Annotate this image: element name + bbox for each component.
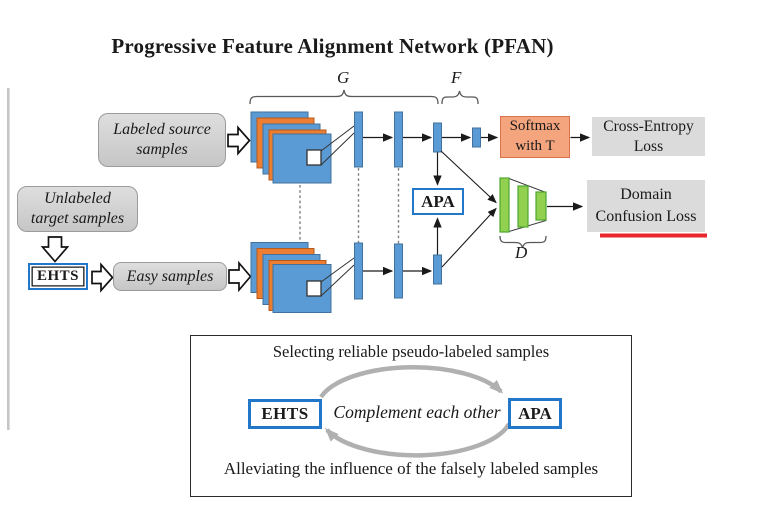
receptive-field-square — [306, 280, 322, 297]
brace-F — [441, 90, 479, 105]
cross-entropy-loss-box: Cross-Entropy Loss — [592, 117, 705, 156]
target-layer-bars — [354, 242, 442, 300]
cycle-center-text: Complement each other — [333, 402, 501, 422]
discriminator-input-arrows — [440, 150, 497, 268]
softmax-line2: with T — [515, 138, 555, 154]
cycle-apa-box: APA — [508, 398, 562, 429]
complement-cycle-box: Selecting reliable pseudo-labeled sample… — [190, 335, 632, 497]
unlabeled-target-samples-box: Unlabeled target samples — [17, 186, 138, 232]
domain-line2: Confusion Loss — [595, 208, 697, 225]
arrow-target-to-ehts — [40, 236, 70, 263]
complement-cycle-arrows — [319, 364, 511, 458]
source-layer-bars — [354, 111, 481, 168]
page-margin-line — [7, 88, 10, 430]
generator-label: G — [337, 68, 350, 87]
labeled-source-samples-box: Labeled source samples — [98, 113, 226, 167]
ehts-box: EHTS — [28, 263, 88, 290]
softmax-with-t-box: Softmax with T — [500, 116, 570, 158]
block-arrows — [40, 125, 252, 293]
classifier-label: F — [451, 68, 462, 87]
easy-samples-box: Easy samples — [113, 262, 227, 291]
braces — [249, 89, 547, 249]
domain-confusion-loss-box: Domain Confusion Loss — [587, 180, 705, 232]
brace-G — [249, 89, 439, 105]
labeled-source-line1: Labeled source — [113, 121, 211, 139]
weight-sharing-dashed-lines — [299, 168, 400, 254]
cycle-ehts-box: EHTS — [248, 399, 322, 429]
arrow-source-to-network — [227, 125, 251, 156]
brace-D — [499, 235, 547, 249]
source-feature-stack — [250, 111, 355, 184]
discriminator — [499, 177, 584, 233]
cross-entropy-line2: Loss — [633, 137, 664, 155]
apa-box: APA — [412, 188, 464, 215]
arrow-ehts-to-easy — [91, 262, 114, 293]
softmax-line1: Softmax — [509, 118, 561, 135]
cycle-top-text: Selecting reliable pseudo-labeled sample… — [272, 342, 550, 361]
cross-entropy-line1: Cross-Entropy — [603, 118, 694, 136]
discriminator-label: D — [515, 243, 528, 262]
underline-domain-confusion-loss — [600, 233, 707, 238]
receptive-field-square — [306, 149, 322, 166]
arrow-easy-to-network — [228, 260, 252, 293]
unlabeled-target-line2: target samples — [30, 210, 125, 227]
figure-title: Progressive Feature Alignment Network (P… — [111, 34, 554, 58]
unlabeled-target-line1: Unlabeled — [44, 190, 111, 208]
cycle-bottom-text: Alleviating the influence of the falsely… — [223, 459, 599, 478]
target-feature-stack — [250, 242, 355, 313]
labeled-source-line2: samples — [136, 141, 188, 158]
domain-line1: Domain — [620, 185, 672, 203]
